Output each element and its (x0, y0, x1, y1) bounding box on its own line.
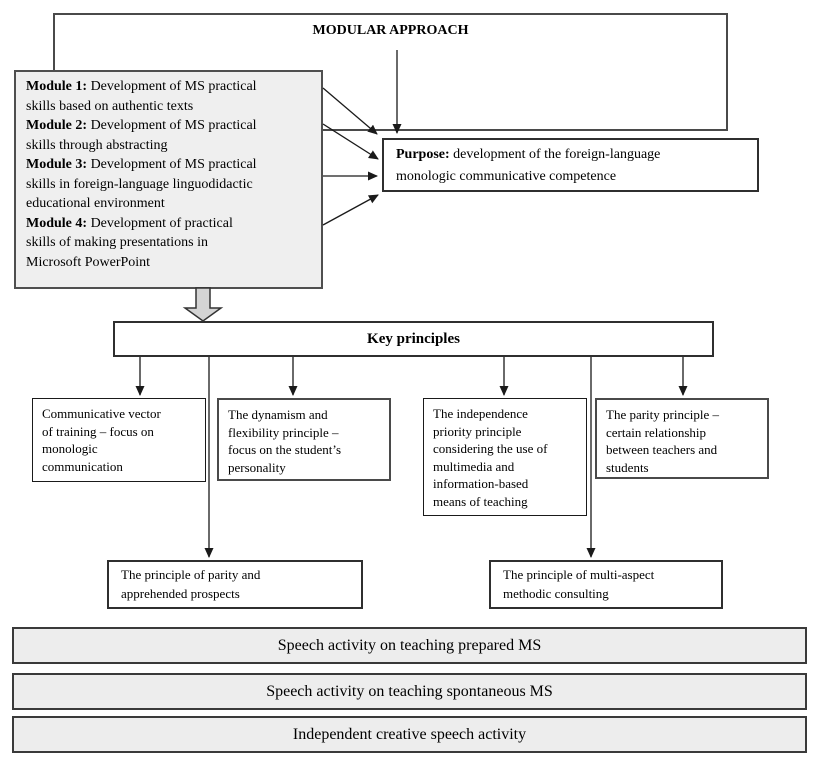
key-principles-box: Key principles (113, 321, 714, 357)
diagram-title: MODULAR APPROACH (312, 23, 469, 38)
principle-box-communicative-vector: Communicative vector of training – focus… (32, 398, 206, 482)
principle-box-dynamism-flexibility: The dynamism and flexibility principle –… (217, 398, 391, 481)
activity-bar-spontaneous-ms: Speech activity on teaching spontaneous … (12, 673, 807, 710)
arrow-module4-to-purpose (322, 194, 379, 226)
principle-box-parity-prospects: The principle of parity and apprehended … (107, 560, 363, 609)
principle-box-methodic-consulting: The principle of multi-aspect methodic c… (489, 560, 723, 609)
activity-bar-prepared-ms: Speech activity on teaching prepared MS (12, 627, 807, 664)
principle-box-parity: The parity principle – certain relations… (595, 398, 769, 479)
principle-box-independence-priority: The independence priority principle cons… (423, 398, 587, 516)
purpose-box: Purpose: development of the foreign-lang… (382, 138, 759, 192)
activity-bar-independent-creative: Independent creative speech activity (12, 716, 807, 753)
block-arrow-modules-to-key-principles (182, 287, 224, 322)
